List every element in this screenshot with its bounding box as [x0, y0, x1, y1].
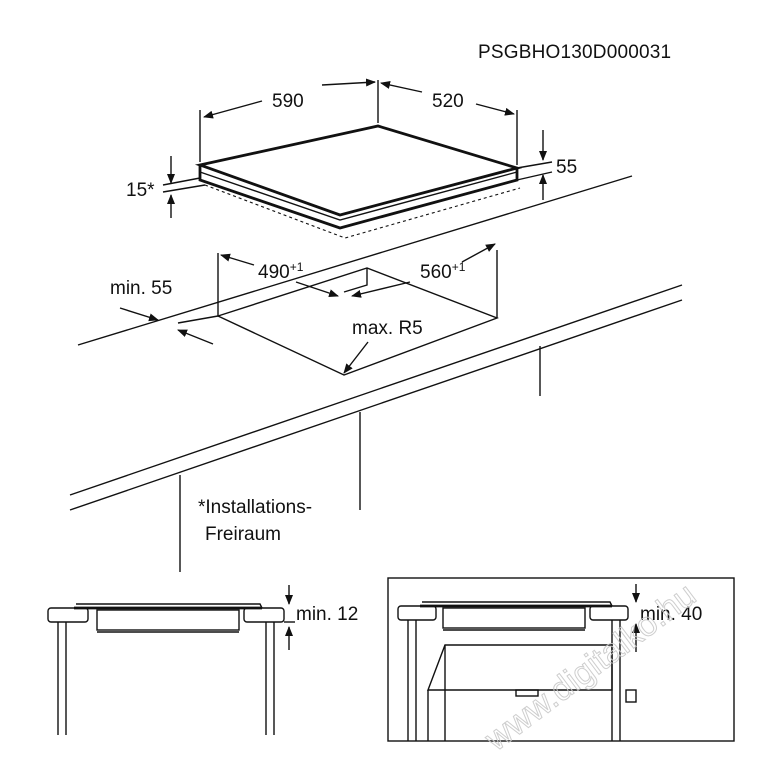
dim-arrow-min55-top	[119, 307, 159, 322]
worktop-left	[47, 607, 89, 623]
section-right: min. 40	[387, 577, 735, 742]
dim-arrow-490-right	[295, 281, 339, 297]
radius-arrow	[343, 341, 369, 374]
worktop-right	[243, 607, 285, 623]
drawing-code: PSGBHO130D000031	[478, 42, 671, 63]
dim-arrow-min55-bottom	[177, 329, 214, 345]
hob-height-label: 55	[556, 157, 577, 178]
hob-clearance-label: 15*	[126, 180, 155, 201]
cutout-depth-label: 560+1	[420, 260, 466, 283]
oven-top	[426, 644, 613, 691]
hob-top-surface	[194, 124, 523, 217]
dim-arrow-560-right	[461, 243, 496, 263]
cutout-width-label: 490+1	[258, 260, 304, 283]
dim-arrow-520-right	[475, 103, 515, 116]
section-right-label: min. 40	[640, 604, 702, 625]
section-right-frame	[387, 577, 735, 742]
footnote-line1: *Installations-	[198, 497, 312, 518]
dim-arrow-520-left	[380, 81, 423, 93]
countertop-front-edge	[69, 284, 683, 496]
hob-depth-label: 520	[432, 91, 464, 112]
section-left: min. 12	[47, 585, 358, 735]
hob-drawing: 590 520 55 15*	[126, 78, 577, 239]
hob-body	[96, 609, 240, 631]
edge-distance-label: min. 55	[110, 278, 172, 299]
countertop-front-lower	[69, 299, 683, 511]
dim-arrow-560-left	[351, 281, 411, 298]
watermark: www.digitalko.hu	[477, 576, 703, 759]
countertop-back-edge	[77, 175, 633, 346]
countertop-drawing: 490+1 560+1 max. R5 min. 55	[69, 175, 683, 572]
hob-underside	[204, 184, 521, 239]
dim-arrow-590-right	[321, 78, 376, 87]
hob-edge-inner	[199, 171, 518, 221]
dim-arrow-490-left	[220, 253, 255, 266]
footnote-line2: Freiraum	[205, 524, 281, 545]
cutout-radius-label: max. R5	[352, 318, 423, 339]
section-left-label: min. 12	[296, 604, 358, 625]
hob-edge	[198, 165, 519, 230]
hob-width-label: 590	[272, 91, 304, 112]
dim-arrow-590-left	[203, 100, 263, 119]
